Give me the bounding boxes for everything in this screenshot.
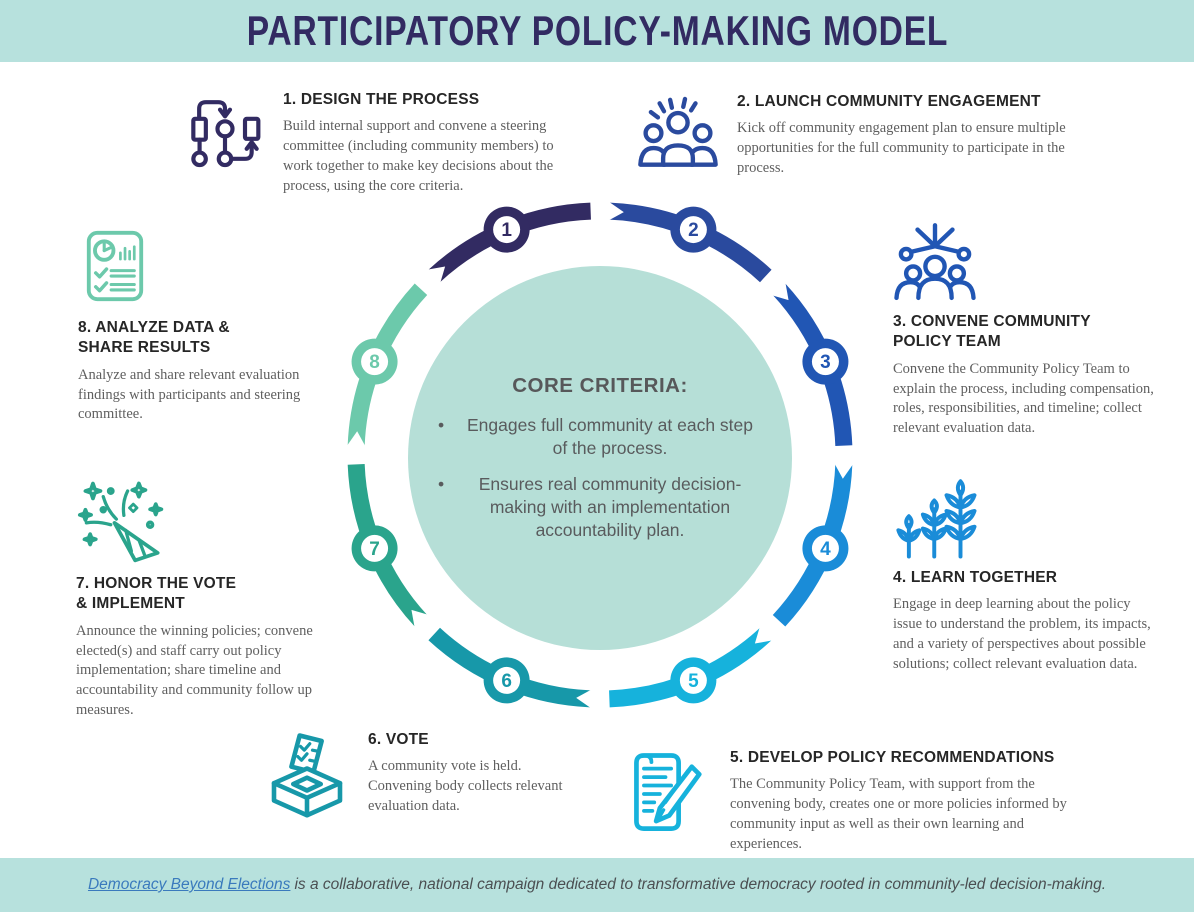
step-7-description: Announce the winning policies; convene e…: [76, 622, 313, 718]
step-2-title: 2. LAUNCH COMMUNITY ENGAGEMENT: [737, 93, 1041, 110]
footer-bar: Democracy Beyond Elections is a collabor…: [0, 858, 1194, 912]
svg-text:5: 5: [688, 671, 699, 692]
segment-notch: [346, 431, 367, 448]
segment-notch: [411, 609, 430, 629]
cycle-badge-6: 6: [483, 657, 530, 704]
step-block-2: 2. LAUNCH COMMUNITY ENGAGEMENT Kick off …: [636, 92, 1076, 179]
process-cycle-svg: 1 2 3 4 5 6 7 8: [346, 201, 854, 709]
cycle-badge-4: 4: [802, 525, 849, 572]
cycle-badge-3: 3: [802, 338, 849, 385]
svg-text:2: 2: [688, 220, 699, 241]
segment-notch: [833, 462, 854, 479]
step-block-3: 3. CONVENE COMMUNITY POLICY TEAM Convene…: [893, 220, 1171, 439]
step-block-1: 1. DESIGN THE PROCESS Build internal sup…: [185, 90, 585, 196]
policy-scroll-pen-icon: [612, 748, 704, 838]
step-1-description: Build internal support and convene a ste…: [283, 118, 554, 194]
step-3-title: 3. CONVENE COMMUNITY POLICY TEAM: [893, 313, 1091, 351]
core-criteria-bullet: • Ensures real community decision-making…: [438, 473, 762, 542]
cycle-badge-2: 2: [670, 206, 717, 253]
cycle-badge-8: 8: [351, 338, 398, 385]
svg-text:7: 7: [369, 539, 380, 560]
celebration-popper-icon: [76, 476, 168, 566]
svg-text:4: 4: [820, 539, 831, 560]
step-3-description: Convene the Community Policy Team to exp…: [893, 360, 1154, 437]
step-4-description: Engage in deep learning about the policy…: [893, 596, 1151, 672]
step-6-description: A community vote is held. Convening body…: [368, 758, 563, 814]
segment-notch: [754, 625, 774, 644]
cycle-badge-1: 1: [483, 206, 530, 253]
step-block-4: 4. LEARN TOGETHER Engage in deep learnin…: [893, 476, 1157, 674]
step-8-title: 8. ANALYZE DATA & SHARE RESULTS: [78, 319, 230, 357]
step-6-title: 6. VOTE: [368, 731, 429, 748]
core-criteria-title: CORE CRITERIA:: [512, 374, 688, 397]
step-block-6: 6. VOTE A community vote is held. Conven…: [262, 730, 592, 818]
network-team-icon: [893, 220, 977, 304]
step-5-title: 5. DEVELOP POLICY RECOMMENDATIONS: [730, 749, 1055, 766]
bullet-dot: •: [438, 415, 445, 435]
report-analysis-icon: [78, 224, 152, 308]
community-people-icon: [636, 92, 720, 176]
svg-text:3: 3: [820, 352, 831, 373]
center-circle: [408, 266, 792, 650]
segment-notch: [426, 266, 446, 285]
footer-text: is a collaborative, national campaign de…: [294, 876, 1107, 893]
segment-notch: [607, 201, 624, 222]
core-criteria: CORE CRITERIA: • Engages full community …: [438, 374, 762, 555]
growth-wheat-icon: [893, 476, 979, 560]
cycle-badge-5: 5: [670, 657, 717, 704]
step-4-title: 4. LEARN TOGETHER: [893, 569, 1058, 586]
footer-link[interactable]: Democracy Beyond Elections: [87, 876, 291, 893]
page-title: PARTICIPATORY POLICY-MAKING MODEL: [246, 7, 948, 54]
step-block-5: 5. DEVELOP POLICY RECOMMENDATIONS The Co…: [612, 748, 1112, 854]
step-8-description: Analyze and share relevant evaluation fi…: [78, 366, 301, 423]
header-banner: PARTICIPATORY POLICY-MAKING MODEL: [0, 0, 1194, 62]
cycle-badge-7: 7: [351, 525, 398, 572]
svg-text:8: 8: [369, 352, 380, 373]
core-criteria-bullet: • Engages full community at each step of…: [438, 414, 762, 460]
svg-text:1: 1: [501, 220, 512, 241]
step-1-title: 1. DESIGN THE PROCESS: [283, 91, 480, 108]
segment-notch: [770, 281, 789, 301]
step-5-description: The Community Policy Team, with support …: [730, 776, 1067, 852]
step-2-description: Kick off community engagement plan to en…: [737, 120, 1066, 176]
svg-text:6: 6: [501, 671, 512, 692]
bullet-dot: •: [438, 474, 445, 495]
step-block-7: 7. HONOR THE VOTE & IMPLEMENT Announce t…: [76, 476, 328, 721]
ballot-box-icon: [262, 730, 352, 818]
step-7-title: 7. HONOR THE VOTE & IMPLEMENT: [76, 575, 237, 613]
step-block-8: 8. ANALYZE DATA & SHARE RESULTS Analyze …: [78, 224, 332, 425]
flowchart-icon: [185, 90, 265, 176]
segment-notch: [576, 688, 593, 709]
